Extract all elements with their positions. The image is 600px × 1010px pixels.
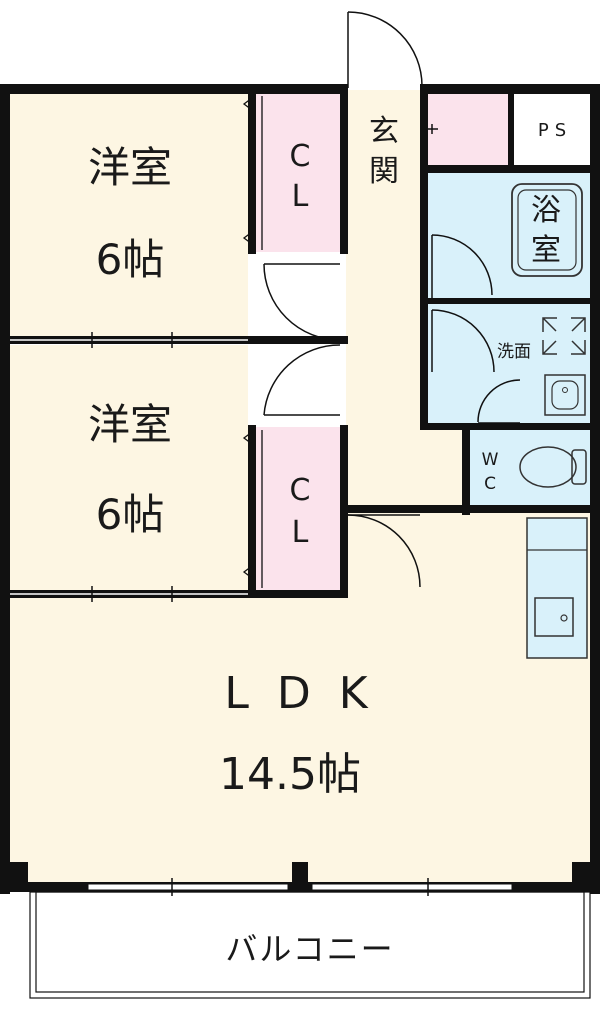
shoe-closet-floor bbox=[428, 90, 508, 165]
bath-label-1: 浴 bbox=[531, 193, 561, 228]
western-room-1-floor bbox=[8, 90, 248, 340]
toilet-label-w: W bbox=[481, 450, 499, 470]
washing-machine-space bbox=[542, 317, 586, 355]
bedroom-doors bbox=[263, 254, 421, 588]
entrance-floor bbox=[346, 90, 421, 210]
entrance-label-2: 関 bbox=[369, 154, 399, 189]
ldk-size: 14.5帖 bbox=[219, 749, 361, 800]
western-room-1-size: 6帖 bbox=[95, 235, 165, 284]
western-room-1-name: 洋室 bbox=[87, 143, 172, 192]
kitchen-sink bbox=[534, 597, 574, 637]
toilet-bowl bbox=[519, 446, 587, 488]
kitchen-counter bbox=[526, 517, 588, 659]
closet-2-floor bbox=[256, 427, 340, 593]
bathtub bbox=[511, 183, 583, 277]
partition-window-marks bbox=[10, 339, 248, 595]
bath-floor bbox=[428, 173, 592, 300]
western-room-2-name: 洋室 bbox=[87, 400, 172, 449]
closet-1-label-l: L bbox=[291, 179, 309, 214]
closet-1-label-c: C bbox=[289, 139, 311, 174]
ps-floor bbox=[514, 90, 592, 165]
washbasin bbox=[544, 374, 586, 416]
closet-1-floor bbox=[256, 90, 340, 252]
closet-2-label-c: C bbox=[289, 473, 311, 508]
entrance-door bbox=[347, 11, 423, 88]
washroom-label: 洗面 bbox=[497, 342, 531, 362]
wet-area-doors bbox=[431, 234, 521, 424]
ldk-name: LDK bbox=[224, 668, 396, 719]
entrance-label-1: 玄 bbox=[369, 114, 399, 149]
bath-label-2: 室 bbox=[531, 233, 561, 268]
balcony-window bbox=[87, 878, 513, 896]
balcony-label: バルコニー bbox=[225, 930, 395, 968]
western-room-2-size: 6帖 bbox=[95, 490, 165, 539]
washroom-floor bbox=[428, 302, 592, 424]
balcony-outline bbox=[29, 891, 591, 999]
toilet-label-c: C bbox=[484, 474, 496, 494]
closet-door-markers bbox=[242, 96, 263, 588]
ps-label: PS bbox=[537, 120, 573, 141]
closet-2-label-l: L bbox=[291, 515, 309, 550]
